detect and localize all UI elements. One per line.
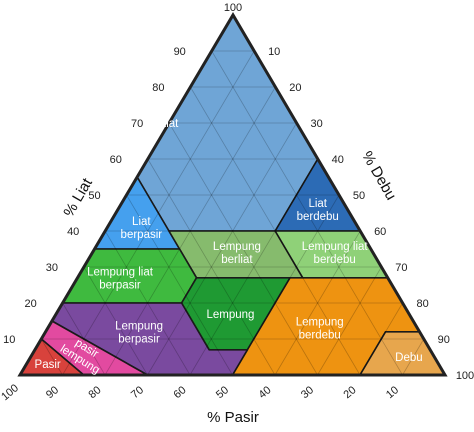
tick-silt: 30 [310,118,322,130]
tick-sand: 100 [0,382,21,403]
tick-clay: 80 [152,82,164,94]
tick-silt: 70 [395,262,407,274]
tick-clay: 10 [3,334,15,346]
grid-line [274,230,361,376]
grid-line [211,50,403,376]
grid-line [104,230,191,376]
tick-clay: 20 [24,298,36,310]
region-label-pasir: Pasir [35,359,61,371]
regions-layer [19,14,446,376]
grid-line [168,122,318,376]
tick-clay: 50 [88,190,100,202]
grid-line [62,50,255,376]
tick-sand: 60 [172,384,189,401]
grid-line [190,86,361,376]
tick-silt: 90 [438,334,450,346]
region-label-debu: Debu [395,352,423,364]
tick-sand: 90 [44,384,61,401]
grid-line [83,266,148,376]
tick-sand: 10 [384,384,401,401]
tick-labels-layer: 100 90 80 70 60 50 40 30 20 10 10 20 30 40 50 60 70 80 90 1… [0,2,474,403]
tick-silt: 100 [456,370,474,382]
tick-clay: 60 [110,154,122,166]
grid-line [62,302,106,376]
tick-sand: 70 [129,384,146,401]
tick-sand: 80 [87,384,104,401]
tick-top: 100 [224,2,242,14]
tick-sand: 20 [342,384,359,401]
sand-axis-title: % Pasir [207,409,259,426]
tick-silt: 20 [289,82,301,94]
region-label-liat: Liat [160,118,179,130]
grid-line [359,302,403,376]
grid-line [232,194,340,376]
tick-clay: 40 [67,226,79,238]
grid-line [126,194,233,376]
tick-sand: 30 [299,384,316,401]
grid-line [147,122,297,376]
tick-silt: 50 [353,190,365,202]
tick-silt: 10 [268,46,280,58]
grid-line [189,158,319,376]
grid-line [40,338,63,376]
tick-silt: 40 [332,154,344,166]
tick-sand: 50 [214,384,231,401]
grid-line [402,338,425,376]
region-label-lempung: Lempung [206,309,254,321]
grid-line [317,266,382,376]
grid-line [104,86,276,376]
tick-silt: 60 [374,226,386,238]
tick-silt: 80 [416,298,428,310]
triangle-outline [17,12,448,377]
tick-clay: 70 [131,118,143,130]
tick-clay: 90 [174,46,186,58]
tick-sand: 40 [257,384,274,401]
tick-clay: 30 [46,262,58,274]
grid-layer [40,50,425,376]
grid-line [147,158,276,376]
